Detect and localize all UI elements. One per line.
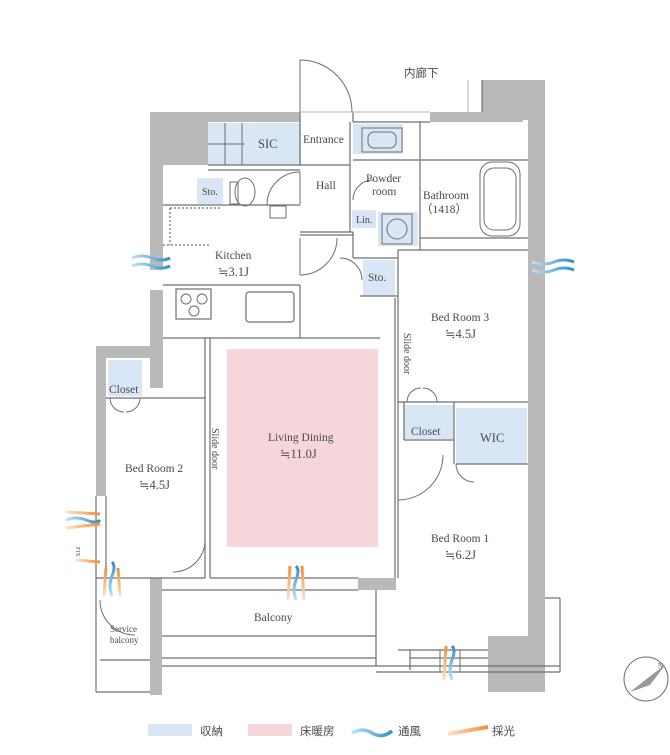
slide-door-right-label: Slide door — [401, 333, 412, 375]
wall-top-left — [150, 112, 300, 270]
balcony-label: Balcony — [254, 612, 293, 624]
sto1-label: Sto. — [202, 187, 218, 198]
daylight-icon — [102, 567, 108, 597]
compass: N — [623, 656, 669, 702]
wall-left-edge — [96, 346, 106, 496]
fix-label: FIX — [74, 547, 80, 557]
daylight-icon — [75, 558, 101, 564]
lin-zone — [352, 210, 376, 228]
wall-right-bottom — [488, 636, 545, 692]
ventilation-icon — [131, 262, 171, 270]
lin-label: Lin. — [356, 215, 372, 226]
legend-daylight-label: 採光 — [492, 724, 515, 738]
legend: 収納 床暖房 通風 採光 — [148, 724, 515, 738]
wall-left-column — [150, 290, 163, 346]
fixtures — [180, 123, 521, 672]
entrance-label: Entrance — [303, 134, 344, 146]
ventilation-icon — [292, 564, 300, 601]
wall-right-pillar — [488, 80, 545, 120]
closet-left-zone — [108, 360, 142, 396]
compass-circle — [623, 656, 669, 702]
closet-right-label: Closet — [411, 426, 441, 438]
powder-top-zone — [353, 124, 403, 154]
sto2-zone — [363, 260, 395, 296]
legend-daylight-icon — [447, 725, 489, 736]
kitchen-size: ≒3.1J — [218, 265, 249, 279]
bedroom1-label: Bed Room 1 — [431, 533, 489, 545]
wall-mid-bottom — [358, 578, 396, 590]
sto1-zone — [197, 178, 223, 204]
service-balcony-label-2: balcony — [110, 635, 139, 645]
kitchen-label: Kitchen — [215, 250, 252, 262]
powder-label-2: room — [372, 186, 396, 198]
bedroom2-size: ≒4.5J — [139, 478, 170, 492]
hall-label: Hall — [316, 180, 336, 192]
powder-label: Powder — [366, 173, 401, 185]
structural-walls — [96, 80, 545, 695]
bedroom3-label: Bed Room 3 — [431, 312, 489, 324]
slide-door-left-label: Slide door — [209, 428, 220, 470]
living-size: ≒11.0J — [280, 447, 317, 461]
daylight-icon — [65, 522, 101, 530]
bathroom-size: （1418） — [421, 203, 467, 216]
ventilation-icon — [131, 254, 171, 262]
ventilation-icon — [531, 258, 575, 266]
corridor-label: 内廊下 — [404, 66, 439, 80]
daylight-icon — [286, 565, 292, 601]
closet-left-label: Closet — [109, 384, 139, 396]
living-label: Living Dining — [268, 432, 334, 444]
service-balcony-label: Service — [110, 624, 137, 634]
daylight-icon — [116, 567, 122, 597]
bathroom-label: Bathroom — [423, 190, 469, 202]
bedroom3-size: ≒4.5J — [445, 327, 476, 341]
closet-right-zone — [404, 405, 454, 439]
storage-zones — [108, 123, 527, 464]
ventilation-icon — [108, 560, 116, 597]
bedroom1-size: ≒6.2J — [445, 548, 476, 562]
wall-right-edge — [528, 118, 545, 598]
bedroom2-label: Bed Room 2 — [125, 463, 183, 475]
sic-label: SIC — [258, 137, 277, 151]
daylight-icon — [442, 645, 448, 681]
legend-ventilation-label: 通風 — [398, 725, 421, 738]
wic-zone — [456, 408, 527, 464]
daylight-icon — [65, 510, 101, 516]
legend-storage-label: 収納 — [200, 725, 223, 738]
ventilation-icon — [65, 516, 102, 524]
ventilation-icon — [531, 266, 575, 274]
legend-storage-swatch — [148, 724, 192, 736]
sto2-label: Sto. — [368, 272, 386, 284]
wall-bottom-left-column — [150, 578, 162, 695]
compass-north-label: N — [658, 662, 663, 670]
lin2-zone — [378, 212, 418, 246]
doors — [99, 59, 475, 636]
wall-right-lower — [528, 580, 545, 640]
legend-heating-label: 床暖房 — [300, 724, 335, 738]
legend-heating-swatch — [248, 724, 292, 736]
daylight-icon — [300, 565, 306, 601]
wall-left-block — [96, 346, 163, 388]
floor-heating-zone — [227, 349, 378, 547]
wic-label: WIC — [480, 431, 504, 445]
ventilation-icon — [448, 644, 456, 681]
airflow-arrows — [65, 254, 575, 681]
room-labels: 内廊下 SIC Entrance Hall Sto. Powder room B… — [74, 66, 504, 645]
legend-ventilation-icon — [351, 728, 394, 738]
interior-walls — [95, 80, 561, 693]
